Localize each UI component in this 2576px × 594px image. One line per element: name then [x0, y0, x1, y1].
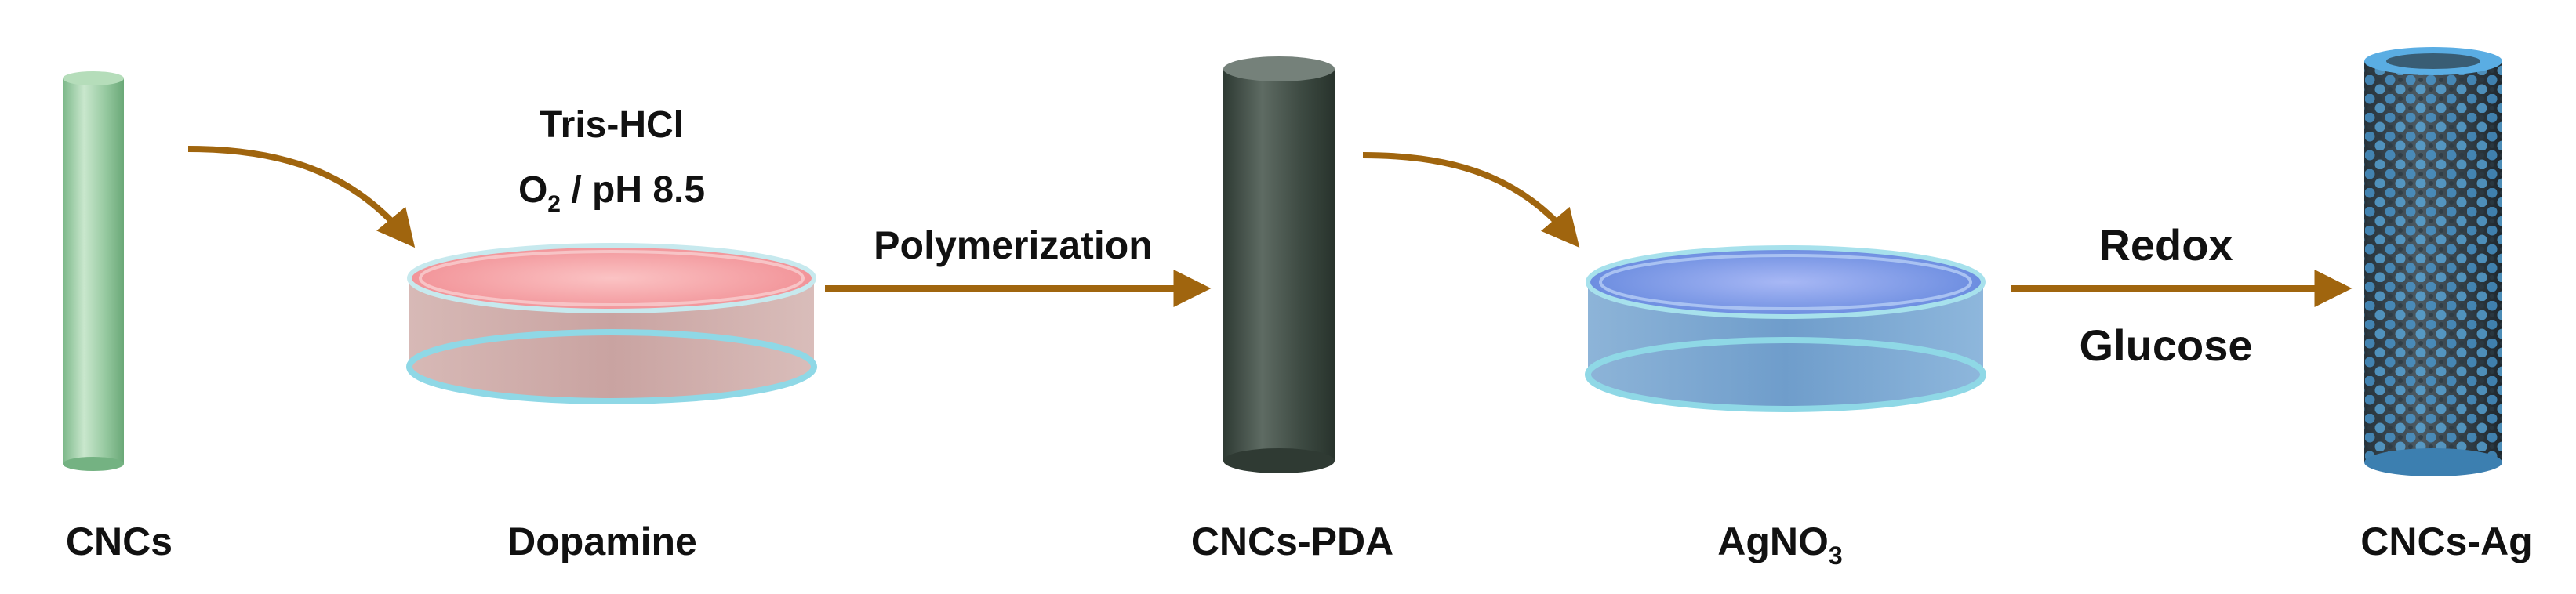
cnc-rod-body [63, 78, 124, 464]
curved-arrow-3 [1362, 152, 1580, 248]
ag-rod-top-inner [2386, 53, 2480, 69]
cnc-rod-bottom [63, 457, 124, 471]
agno3-dish-base-rim [1585, 337, 1986, 412]
dopamine-dish-illustration [406, 243, 817, 404]
cncs-ag-rod-illustration [2364, 47, 2502, 476]
label-cncs-ag: CNCs-Ag [2360, 520, 2532, 563]
label-agno3: AgNO3 [1717, 520, 1842, 570]
ag-rod-shading [2364, 61, 2502, 462]
condition-redox: Redox [2098, 220, 2233, 270]
pda-rod-bottom [1223, 448, 1335, 473]
dopamine-inner-rim [419, 250, 805, 306]
cncs-pda-rod-illustration [1223, 56, 1335, 473]
pda-rod-body [1223, 69, 1335, 461]
condition-o2-ph: O2 / pH 8.5 [518, 169, 705, 217]
condition-tris-hcl: Tris-HCl [540, 104, 684, 146]
cnc-rod-illustration [63, 71, 124, 471]
cnc-rod-top [63, 71, 124, 85]
condition-polymerization: Polymerization [874, 223, 1153, 267]
dopamine-dish-base-rim [406, 329, 817, 404]
ag-rod-bottom [2364, 448, 2502, 476]
label-dopamine: Dopamine [507, 520, 697, 563]
agno3-inner-rim [1599, 254, 1972, 310]
agno3-dish-illustration [1585, 245, 1986, 412]
condition-glucose: Glucose [2080, 321, 2253, 370]
pda-rod-top [1223, 56, 1335, 81]
label-cncs: CNCs [66, 520, 173, 563]
agno3-liquid-surface [1586, 245, 1986, 319]
label-cncs-pda: CNCs-PDA [1191, 520, 1393, 563]
dopamine-liquid-surface [407, 243, 816, 313]
curved-arrow-1 [187, 146, 416, 248]
